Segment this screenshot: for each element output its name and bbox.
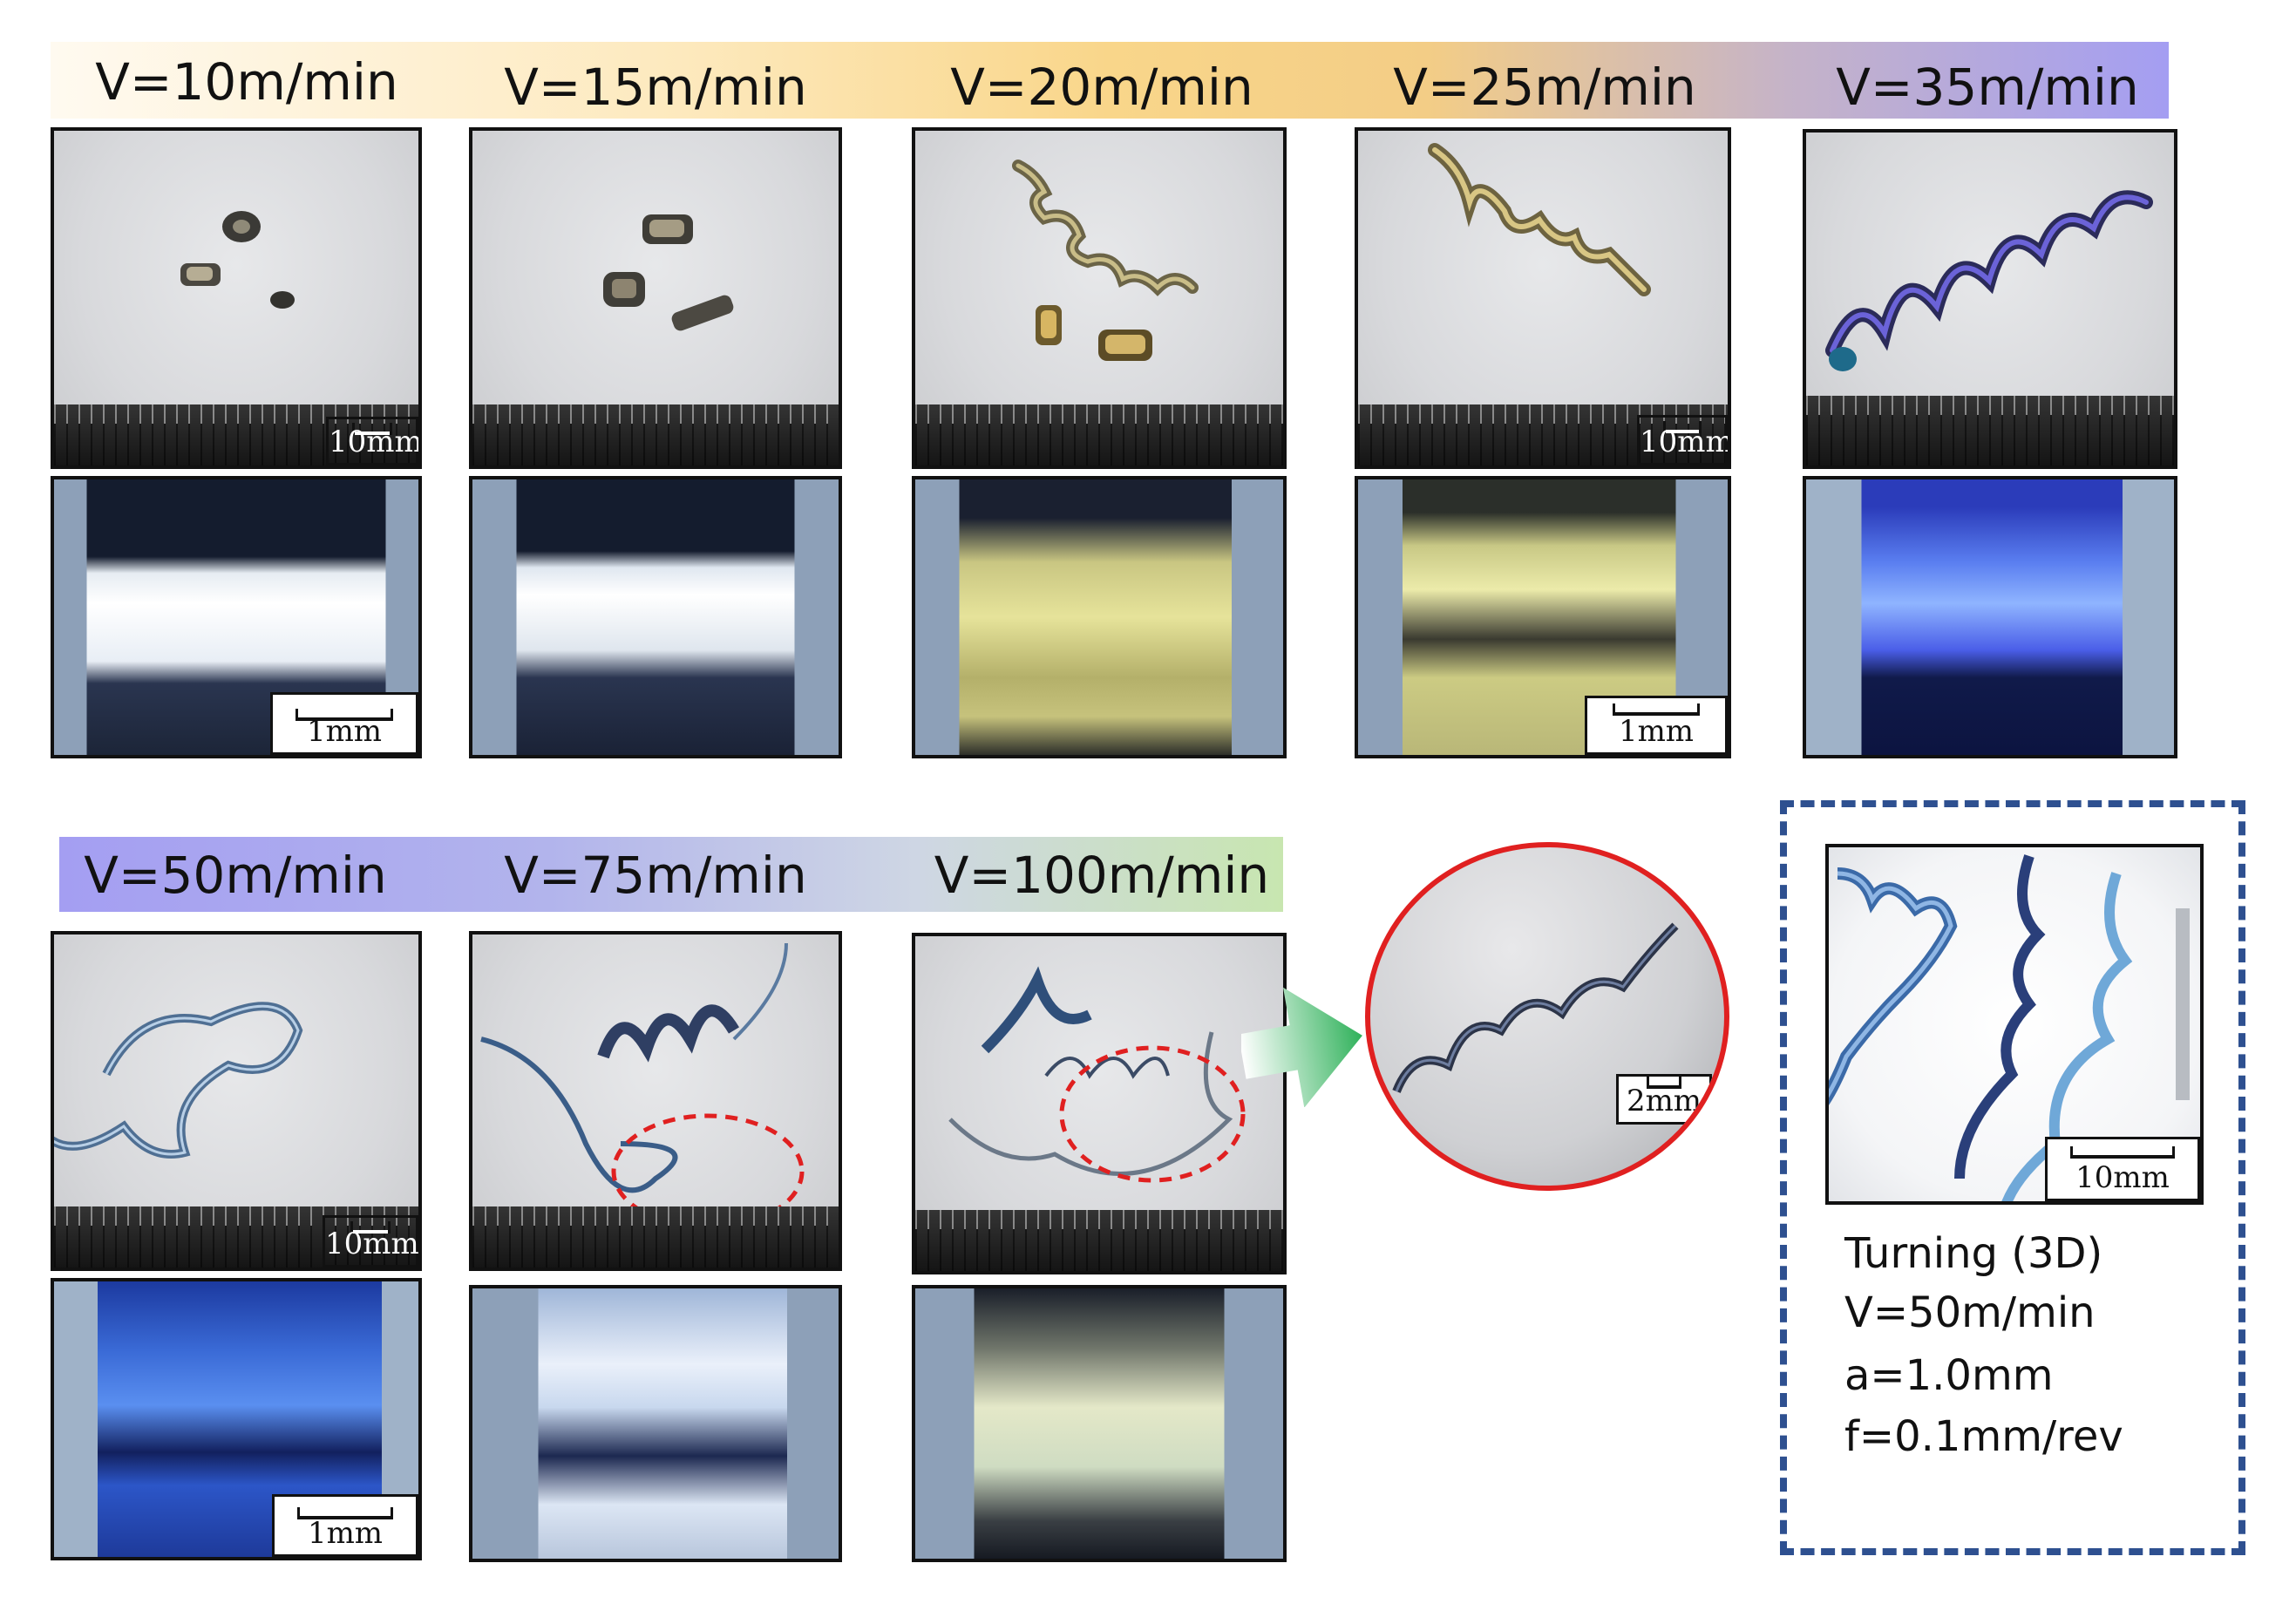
- micrograph-20: [912, 476, 1287, 758]
- ruler: [472, 404, 839, 466]
- chip-drawing: [1428, 143, 1651, 296]
- micrograph-100: [912, 1285, 1287, 1562]
- micro-scale-bar: 1mm: [1585, 696, 1728, 755]
- speed-label-25: V=25m/min: [1393, 58, 1696, 117]
- speed-label-100: V=100m/min: [934, 846, 1270, 905]
- ruler: [1358, 404, 1728, 466]
- chip-photo-25: 10mm: [1355, 127, 1731, 469]
- micrograph-50: 1mm: [51, 1278, 422, 1560]
- speed-label-10: V=10m/min: [95, 52, 398, 112]
- micrograph-75: [469, 1285, 842, 1562]
- chip-photo-75: [469, 931, 842, 1271]
- chip-drawing: [180, 211, 295, 309]
- speed-label-15: V=15m/min: [504, 58, 807, 117]
- chip-drawing: [948, 966, 1246, 1183]
- speed-label-50: V=50m/min: [84, 846, 387, 905]
- ruler: [915, 404, 1283, 466]
- magnify-arrow: [1241, 987, 1362, 1107]
- inset-param-speed: V=50m/min: [1844, 1288, 2096, 1337]
- turning-3d-photo: 10mm: [1825, 844, 2204, 1205]
- chip-photo-15: [469, 127, 842, 469]
- micrograph-25: 1mm: [1355, 476, 1731, 758]
- chip-scale-bar: 10mm: [323, 1215, 418, 1268]
- micrograph-35: [1803, 476, 2177, 758]
- chip-drawing: [1012, 160, 1199, 361]
- chip-drawing: [480, 942, 805, 1230]
- chip-scale-bar: 10mm: [326, 417, 418, 466]
- turning-inset: 10mm Turning (3D) V=50m/min a=1.0mm f=0.…: [1780, 800, 2245, 1555]
- chip-photo-10: 10mm: [51, 127, 422, 469]
- ruler: [472, 1206, 839, 1268]
- micrograph-15: [469, 476, 842, 758]
- ruler: [915, 1210, 1283, 1271]
- micro-scale-bar: 1mm: [272, 1494, 418, 1557]
- ruler: [1806, 396, 2174, 466]
- chip-photo-100: [912, 933, 1287, 1274]
- top-header-band: [51, 42, 2169, 119]
- chip-drawing: [1825, 190, 2153, 371]
- turning-scale-bar: 10mm: [2045, 1137, 2200, 1201]
- micro-scale-bar: 1mm: [270, 692, 418, 755]
- chip-photo-20: [912, 127, 1287, 469]
- bottom-header-band: [59, 837, 1283, 912]
- chip-drawing: [54, 1002, 303, 1159]
- inset-param-mode: Turning (3D): [1844, 1229, 2103, 1278]
- zoom-scale-bar: 2mm: [1616, 1074, 1712, 1125]
- chip-photo-50: 10mm: [51, 931, 422, 1271]
- ruler: [54, 404, 418, 466]
- chip-photo-35: [1803, 129, 2177, 469]
- zoom-circle: 2mm: [1365, 842, 1729, 1191]
- turning-chip-drawing: [1829, 854, 2190, 1201]
- speed-label-75: V=75m/min: [504, 846, 807, 905]
- ruler: [54, 1206, 418, 1268]
- chip-scale-bar: 10mm: [1637, 415, 1728, 466]
- chip-drawing: [603, 214, 734, 331]
- zoomed-chip: [1392, 922, 1679, 1093]
- inset-param-feed: f=0.1mm/rev: [1844, 1412, 2123, 1461]
- speed-label-35: V=35m/min: [1836, 58, 2139, 117]
- inset-param-depth: a=1.0mm: [1844, 1351, 2054, 1400]
- micrograph-10: 1mm: [51, 476, 422, 758]
- speed-label-20: V=20m/min: [950, 58, 1253, 117]
